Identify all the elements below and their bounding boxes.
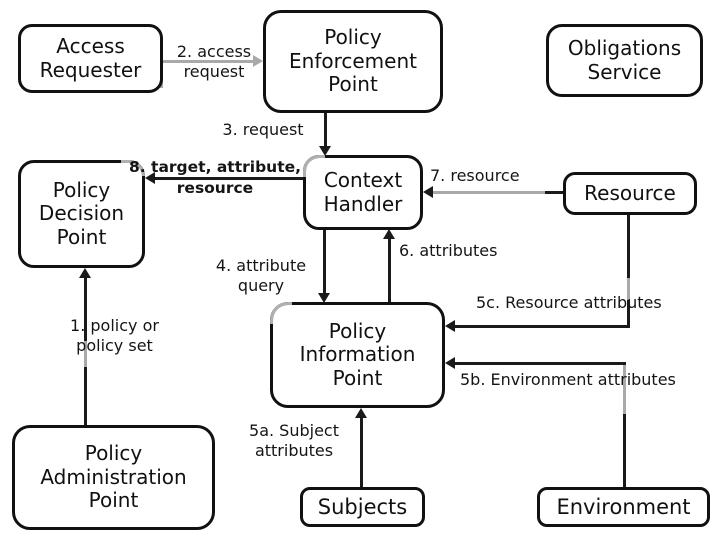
edge-attribute-query-line xyxy=(323,230,326,295)
node-resource: Resource xyxy=(563,172,697,215)
edge-5c-vline-gray xyxy=(627,278,630,300)
edge-label-3-request: 3. request xyxy=(222,120,304,139)
gray-corner-accent xyxy=(303,155,325,177)
node-label: Policy Enforcement Point xyxy=(289,25,417,97)
arrowhead-down-icon xyxy=(318,293,330,303)
node-policy-administration-point: Policy Administration Point xyxy=(12,425,215,530)
node-label: Policy Administration Point xyxy=(40,441,187,513)
gray-corner-accent xyxy=(270,302,292,324)
edge-5c-vline xyxy=(627,215,630,327)
edge-5b-hline xyxy=(455,362,626,365)
edge-5b-vline-gray xyxy=(623,364,626,414)
edge-5b-vline xyxy=(623,364,626,487)
node-obligations-service: Obligations Service xyxy=(546,24,703,97)
arrowhead-left-icon xyxy=(445,357,455,369)
arrowhead-up-icon xyxy=(355,408,367,418)
edge-label-5c-resource-attributes: 5c. Resource attributes xyxy=(476,293,662,312)
node-label: Policy Decision Point xyxy=(38,177,125,249)
edge-resource-line xyxy=(545,191,563,194)
edge-label-2-access-request: 2. access request xyxy=(176,42,252,81)
node-access-requester: Access Requester xyxy=(18,24,163,93)
node-label: Environment xyxy=(556,494,691,519)
edge-label-1-policy-or-policy-set: 1. policy or policy set xyxy=(70,316,159,355)
node-policy-enforcement-point: Policy Enforcement Point xyxy=(263,10,443,113)
node-label: Subjects xyxy=(317,494,408,519)
edge-attributes-line xyxy=(388,236,391,303)
edge-5c-hline xyxy=(455,325,630,328)
edge-label-4-attribute-query: 4. attribute query xyxy=(215,256,307,295)
node-label: Access Requester xyxy=(39,34,142,82)
edge-label-5a-subject-attributes: 5a. Subject attributes xyxy=(249,421,339,460)
node-label: Resource xyxy=(584,180,676,205)
node-label: Obligations Service xyxy=(567,36,682,84)
arrowhead-left-icon xyxy=(423,186,433,198)
arrowhead-right-icon xyxy=(253,55,263,67)
edge-label-8-target-attribute-resource: 8. target, attribute, resource xyxy=(128,158,302,197)
edge-5a-line xyxy=(360,415,363,487)
node-policy-information-point: Policy Information Point xyxy=(270,302,445,408)
edge-resource-line-gray xyxy=(432,191,545,194)
node-environment: Environment xyxy=(537,487,710,527)
node-label: Policy Information Point xyxy=(299,318,416,390)
arrowhead-left-icon xyxy=(145,172,155,184)
node-label: Context Handler xyxy=(323,168,403,216)
edge-request-line xyxy=(324,113,327,148)
arrowhead-down-icon xyxy=(319,146,331,156)
edge-label-7-resource: 7. resource xyxy=(430,166,520,185)
edge-access-request-line xyxy=(163,60,255,63)
node-policy-decision-point: Policy Decision Point xyxy=(18,160,145,268)
arrowhead-left-icon xyxy=(445,320,455,332)
edge-label-5b-environment-attributes: 5b. Environment attributes xyxy=(460,370,676,389)
arrowhead-up-icon xyxy=(79,268,91,278)
edge-label-6-attributes: 6. attributes xyxy=(399,241,498,260)
edge-target-attribute-line xyxy=(154,177,303,180)
node-subjects: Subjects xyxy=(300,487,425,527)
edge-policy-line-gray xyxy=(84,341,87,367)
arrowhead-up-icon xyxy=(383,229,395,239)
